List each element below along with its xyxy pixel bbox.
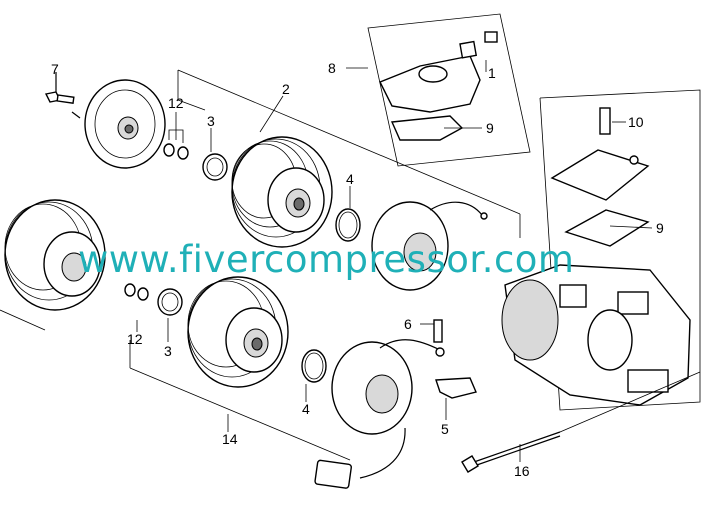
- callout-numbers: 7 12 3 2 4 8 1 9 10 9 12 3 6 4 5 14 16: [51, 60, 664, 479]
- leader-lines: [55, 60, 653, 462]
- snap-ring-lower: [301, 349, 327, 383]
- callout-14: 14: [222, 431, 238, 447]
- callout-4-upper: 4: [346, 171, 354, 187]
- field-coil-lower: [314, 339, 441, 489]
- shims-upper: [163, 129, 228, 181]
- callout-9-top: 9: [486, 120, 494, 136]
- callout-12-upper: 12: [168, 95, 184, 111]
- watermark-text: www.fivercompressor.com: [78, 238, 574, 281]
- through-bolt-16: [461, 371, 701, 473]
- cover-plate: [550, 107, 650, 247]
- callout-3-upper: 3: [207, 113, 215, 129]
- callout-2: 2: [282, 81, 290, 97]
- bolt-7: [44, 72, 75, 104]
- callout-12-lower: 12: [127, 331, 143, 347]
- field-coil-upper: [371, 201, 488, 291]
- pulley-left: [4, 199, 106, 311]
- callout-9-right: 9: [656, 220, 664, 236]
- callout-6: 6: [404, 316, 412, 332]
- callout-1: 1: [488, 65, 496, 81]
- pulley-lower: [187, 276, 289, 388]
- armature-plate: [71, 79, 166, 169]
- snap-ring-upper: [335, 208, 361, 242]
- shims-lower: [124, 283, 183, 316]
- callout-16: 16: [514, 463, 530, 479]
- compressor-body: [501, 264, 691, 406]
- callout-5: 5: [441, 421, 449, 437]
- valve-assembly-8: [379, 31, 498, 141]
- callout-10: 10: [628, 114, 644, 130]
- callout-4-lower: 4: [302, 401, 310, 417]
- callout-7: 7: [51, 61, 59, 77]
- callout-8: 8: [328, 60, 336, 76]
- pulley-upper: [231, 136, 333, 248]
- callout-3-lower: 3: [164, 343, 172, 359]
- screw-and-bracket: [433, 319, 477, 399]
